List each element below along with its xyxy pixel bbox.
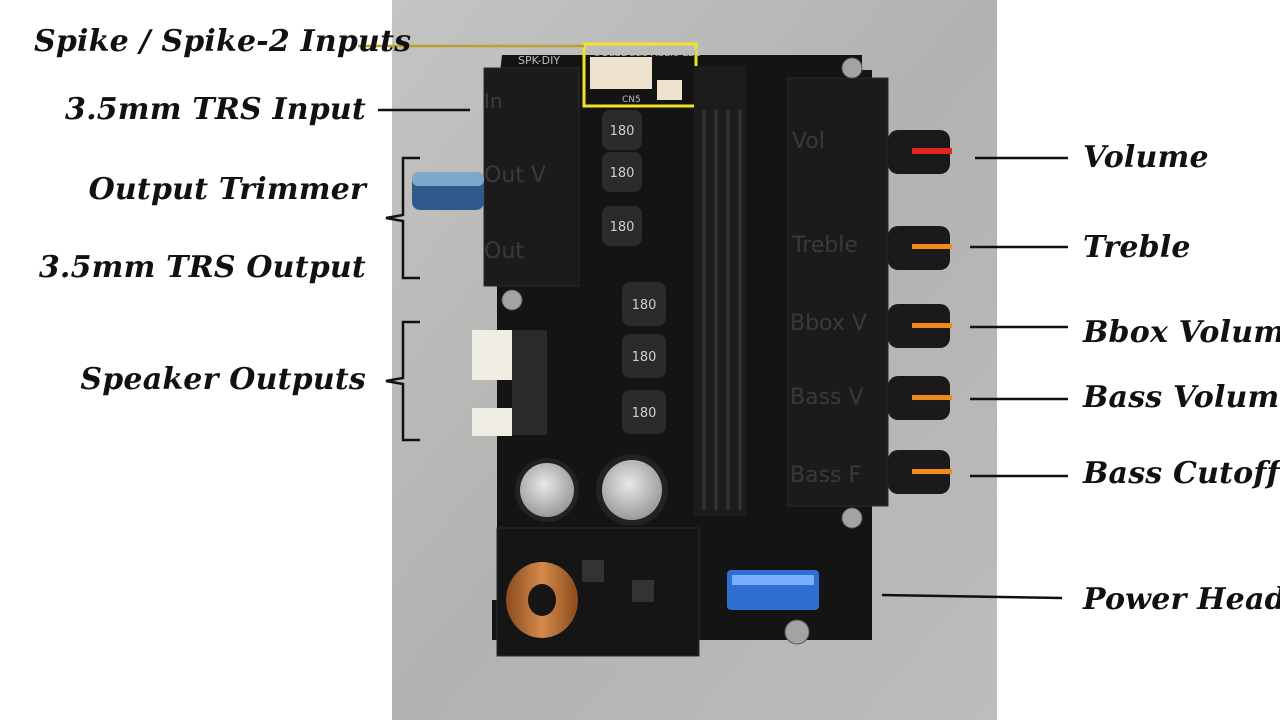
- svg-text:180: 180: [632, 350, 657, 365]
- enclosure-label-outv: Out V: [484, 163, 546, 188]
- electrolytic-capacitors: [515, 454, 668, 526]
- screws: [501, 57, 863, 645]
- heatsink: [694, 66, 746, 516]
- enclosure-label-in: In: [484, 89, 503, 113]
- svg-text:CN5: CN5: [622, 95, 641, 105]
- label-bass-volume: Bass Volume: [1083, 380, 1280, 415]
- label-trs-input: 3.5mm TRS Input: [65, 92, 366, 127]
- label-volume: Volume: [1083, 140, 1209, 175]
- speaker-output-connectors: [472, 330, 547, 436]
- svg-text:Bbox V: Bbox V: [790, 311, 867, 336]
- blue-fuse: [727, 570, 819, 610]
- left-enclosure: In Out V Out: [483, 67, 580, 287]
- svg-text:Bass V: Bass V: [790, 385, 864, 410]
- volume-knob-stripe: [912, 148, 952, 154]
- label-bbox-volume: Bbox Volume: [1083, 315, 1280, 350]
- svg-text:Treble: Treble: [791, 233, 858, 258]
- label-trs-output: 3.5mm TRS Output: [38, 250, 366, 285]
- inductors: 180 180 180 180 180 180: [602, 110, 666, 434]
- label-power-header: Power Header: [1083, 582, 1280, 617]
- knobs: [888, 130, 952, 494]
- label-bass-cutoff: Bass Cutoff: [1083, 456, 1280, 491]
- svg-text:180: 180: [632, 406, 657, 421]
- output-trimmer-knob: [412, 172, 484, 210]
- board-photo: In Out V Out ©SubDude Audio LLC SPK-DIY …: [392, 0, 997, 720]
- label-output-trimmer: Output Trimmer: [88, 172, 366, 207]
- enclosure-label-out: Out: [484, 239, 524, 264]
- input-connector: [590, 57, 652, 89]
- svg-text:Vol: Vol: [792, 129, 825, 154]
- svg-text:180: 180: [610, 124, 635, 139]
- svg-text:180: 180: [632, 298, 657, 313]
- label-speaker-outputs: Speaker Outputs: [80, 362, 366, 397]
- label-spike-inputs: Spike / Spike-2 Inputs: [34, 24, 412, 59]
- silkscreen-company: ©SubDude Audio LLC: [592, 48, 700, 59]
- silkscreen-model: SPK-DIY: [518, 54, 560, 67]
- svg-text:180: 180: [610, 166, 635, 181]
- svg-text:Bass F: Bass F: [790, 463, 861, 488]
- svg-text:180: 180: [610, 220, 635, 235]
- power-module: [496, 527, 700, 657]
- right-enclosure: Vol Treble Bbox V Bass V Bass F: [787, 77, 889, 507]
- label-treble: Treble: [1083, 230, 1191, 265]
